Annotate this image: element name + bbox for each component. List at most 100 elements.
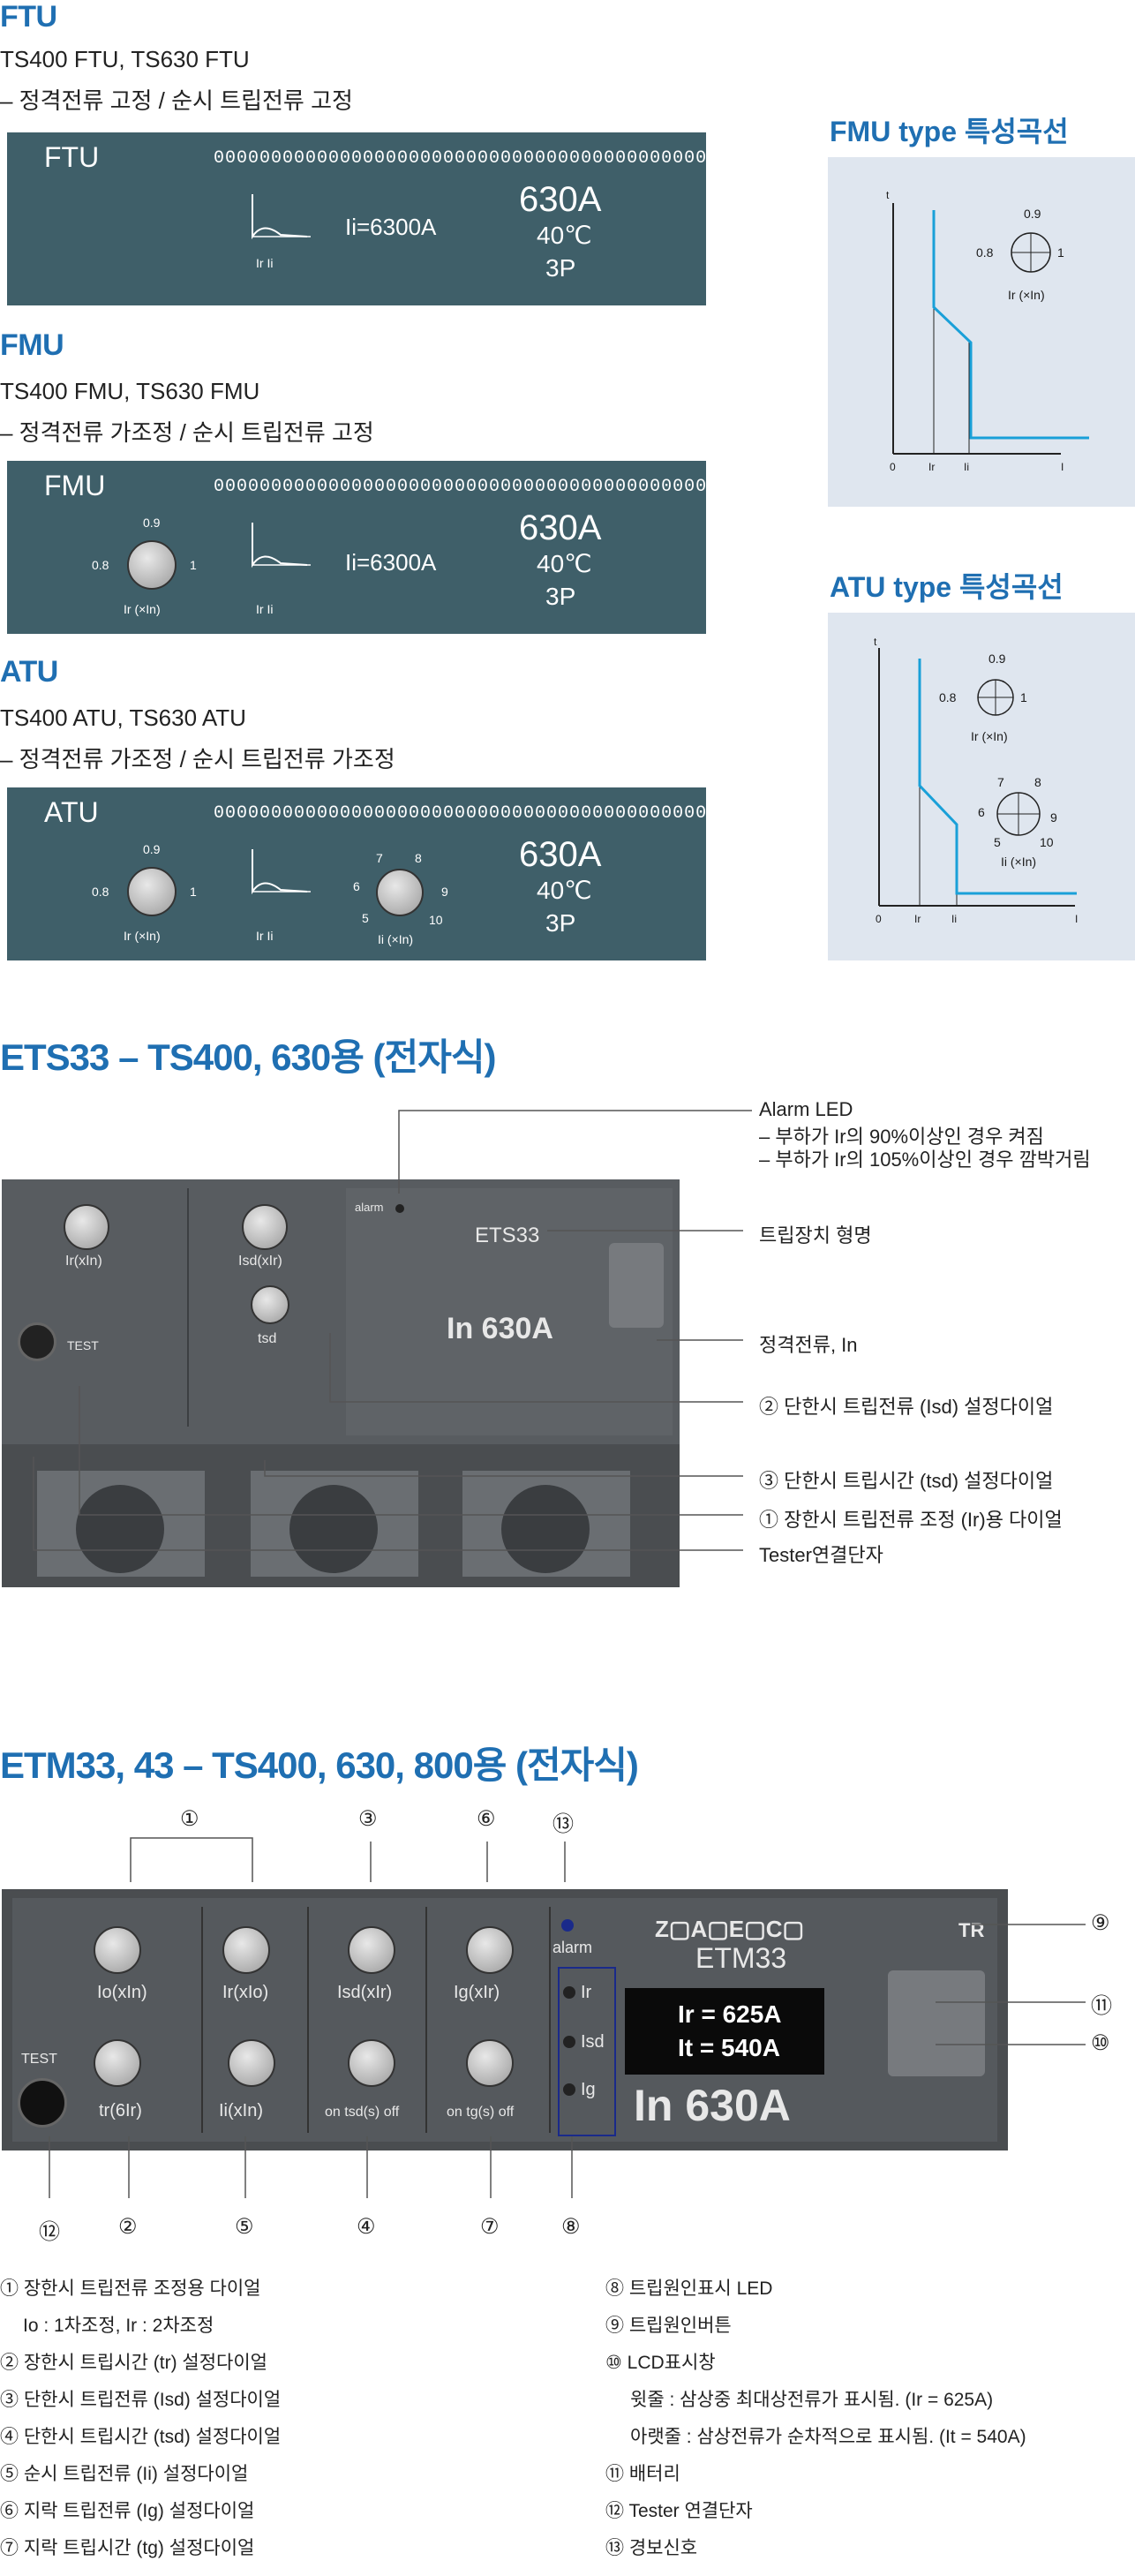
etm33-num-5: ⑤	[235, 2215, 254, 2239]
legend-left-2: ② 장한시 트립시간 (tr) 설정다이얼	[0, 2353, 267, 2373]
ets33-alarm-led	[395, 1204, 404, 1213]
atu-dial-top: 0.9	[143, 842, 161, 856]
ets33-callout-alarm-l2: – 부하가 Ir의 105%이상인 경우 깜박거림	[759, 1149, 1091, 1171]
ets33-tsd-dial-icon[interactable]	[251, 1285, 289, 1324]
etm33-led-ir	[563, 1986, 575, 1999]
etm33-ig-dial-icon[interactable]	[466, 1926, 514, 1974]
etm33-rating: In 630A	[634, 2081, 791, 2130]
ets33-ir-dial-icon[interactable]	[64, 1204, 109, 1250]
atu-dial-caption: Ir (×In)	[124, 929, 161, 943]
fmu-curve-dial-right: 1	[1057, 245, 1064, 260]
etm33-led-ig-label: Ig	[581, 2080, 596, 2099]
fmu-curve-title: FMU type 특성곡선	[830, 116, 1069, 147]
fmu-dots: 0000000000000000000000000000000000000000…	[214, 477, 742, 497]
etm33-num-7: ⑦	[480, 2215, 500, 2239]
etm33-lcd-line2: It = 540A	[678, 2034, 780, 2061]
fmu-rating: 630A	[519, 508, 602, 547]
fmu-ir-dial-icon	[127, 540, 177, 590]
etm33-alarm-label: alarm	[552, 1939, 593, 1956]
etm33-top-lines	[130, 1837, 566, 1882]
atu-curve-box: t 0 Ir Ii I 0.9 0.8 1 Ir (×In) 7 8 6 9 5…	[828, 613, 1135, 960]
ets33-callout-1: ① 장한시 트립전류 조정 (Ir)용 다이얼	[759, 1509, 1063, 1531]
etm33-tester-port[interactable]	[18, 2078, 67, 2128]
ftu-ii-value: Ii=6300A	[345, 214, 437, 240]
fmu-curve-axis: Ir Ii	[256, 602, 274, 616]
etm33-tg-label: on tg(s) off	[447, 2105, 515, 2120]
etm33-io-dial-icon[interactable]	[94, 1926, 141, 1974]
ets33-title: ETS33 – TS400, 630용 (전자식)	[0, 1036, 496, 1078]
fmu-models: TS400 FMU, TS630 FMU	[0, 378, 260, 404]
atu-curve-dial-caption: Ir (×In)	[971, 729, 1008, 743]
ets33-callout-trip-name: 트립장치 형명	[759, 1224, 872, 1247]
etm33-tg-dial-icon[interactable]	[466, 2039, 514, 2087]
ftu-temp: 40℃	[537, 222, 592, 249]
atu-ii-dial-6: 6	[353, 879, 360, 893]
etm33-led-box	[558, 1967, 616, 2136]
ets33-isd-dial-icon[interactable]	[242, 1204, 288, 1250]
fmu-ii-value: Ii=6300A	[345, 549, 437, 576]
etm33-num-12: ⑫	[39, 2220, 60, 2244]
etm33-right-lines	[936, 1924, 1086, 2045]
ets33-ir-label: Ir(xIn)	[65, 1254, 102, 1269]
fmu-curve-dial-caption: Ir (×In)	[1008, 288, 1045, 302]
fmu-heading: FMU	[0, 328, 64, 362]
etm33-ir-label: Ir(xIo)	[222, 1983, 269, 2002]
atu-ii-dial-5: 5	[362, 911, 369, 925]
etm33-tr-dial-icon[interactable]	[94, 2039, 141, 2087]
ets33-isd-label: Isd(xIr)	[238, 1254, 282, 1269]
atu-curve-ii-10: 10	[1040, 835, 1054, 849]
fmu-curve-dial-left: 0.8	[976, 245, 994, 260]
etm33-led-isd	[563, 2036, 575, 2048]
atu-curve-axis: Ir Ii	[256, 929, 274, 943]
etm33-ir-dial-icon[interactable]	[222, 1926, 270, 1974]
ets33-callout-alarm-l1: – 부하가 Ir의 90%이상인 경우 켜짐	[759, 1126, 1044, 1148]
atu-temp: 40℃	[537, 877, 592, 904]
ets33-device: Ir(xIn) Isd(xIr) tsd alarm ETS33 In 630A…	[2, 1179, 680, 1587]
etm33-bottom-lines	[49, 2136, 573, 2198]
atu-models: TS400 ATU, TS630 ATU	[0, 704, 246, 731]
atu-curve-ii-caption: Ii (×In)	[1001, 855, 1037, 869]
legend-right-11: ⑪ 배터리	[605, 2464, 680, 2484]
legend-right-10: ⑩ LCD표시창	[605, 2353, 716, 2373]
fmu-panel-label: FMU	[44, 470, 106, 501]
atu-curve-t: t	[874, 636, 877, 648]
legend-left-1: ① 장한시 트립전류 조정용 다이얼	[0, 2278, 261, 2299]
etm33-led-ir-label: Ir	[581, 1983, 592, 2002]
ets33-alarm-label: alarm	[355, 1201, 384, 1214]
etm33-num-11: ⑪	[1091, 1994, 1112, 2018]
etm33-isd-label: Isd(xIr)	[337, 1983, 393, 2002]
etm33-ii-dial-icon[interactable]	[228, 2039, 275, 2087]
ets33-callout-3: ③ 단한시 트립시간 (tsd) 설정다이얼	[759, 1470, 1054, 1492]
etm33-led-isd-label: Isd	[581, 2032, 605, 2052]
ets33-callout-tester: Tester연결단자	[759, 1544, 883, 1566]
atu-curve-i: I	[1075, 913, 1079, 925]
etm33-tr-label: tr(6Ir)	[99, 2101, 142, 2120]
atu-ii-dial-9: 9	[441, 885, 448, 899]
etm33-lcd: Ir = 625A It = 540A	[625, 1988, 824, 2075]
fmu-curve-t: t	[886, 189, 890, 201]
legend-left-3: ③ 단한시 트립전류 (Isd) 설정다이얼	[0, 2390, 282, 2410]
etm33-led-ig	[563, 2083, 575, 2096]
atu-panel: ATU 000000000000000000000000000000000000…	[7, 787, 740, 960]
legend-left-4: ④ 단한시 트립시간 (tsd) 설정다이얼	[0, 2427, 282, 2447]
etm33-isd-dial-icon[interactable]	[348, 1926, 395, 1974]
ftu-heading: FTU	[0, 0, 57, 34]
ftu-dots: 0000000000000000000000000000000000000000…	[214, 148, 742, 169]
ets33-test-label: TEST	[67, 1338, 99, 1352]
atu-curve-ii-7: 7	[997, 775, 1004, 789]
atu-ii-dial-8: 8	[415, 851, 422, 865]
ftu-panel-label: FTU	[44, 141, 100, 173]
ets33-tester-port[interactable]	[18, 1322, 56, 1361]
atu-curve-ir: Ir	[914, 913, 921, 925]
ets33-callout-rated: 정격전류, In	[759, 1334, 858, 1356]
etm33-title: ETM33, 43 – TS400, 630, 800용 (전자식)	[0, 1744, 639, 1786]
etm33-test-label: TEST	[21, 2052, 57, 2067]
ftu-poles: 3P	[545, 254, 576, 282]
etm33-tr-button[interactable]: TR	[958, 1919, 985, 1941]
atu-curve-ii-6: 6	[978, 805, 985, 819]
etm33-tsd-dial-icon[interactable]	[348, 2039, 395, 2087]
atu-panel-label: ATU	[44, 796, 99, 828]
ets33-device-rating: In 630A	[447, 1312, 553, 1345]
atu-rating: 630A	[519, 835, 602, 874]
fmu-curve-box: t 0 Ir Ii I 0.9 0.8 1 Ir (×In)	[828, 157, 1135, 507]
